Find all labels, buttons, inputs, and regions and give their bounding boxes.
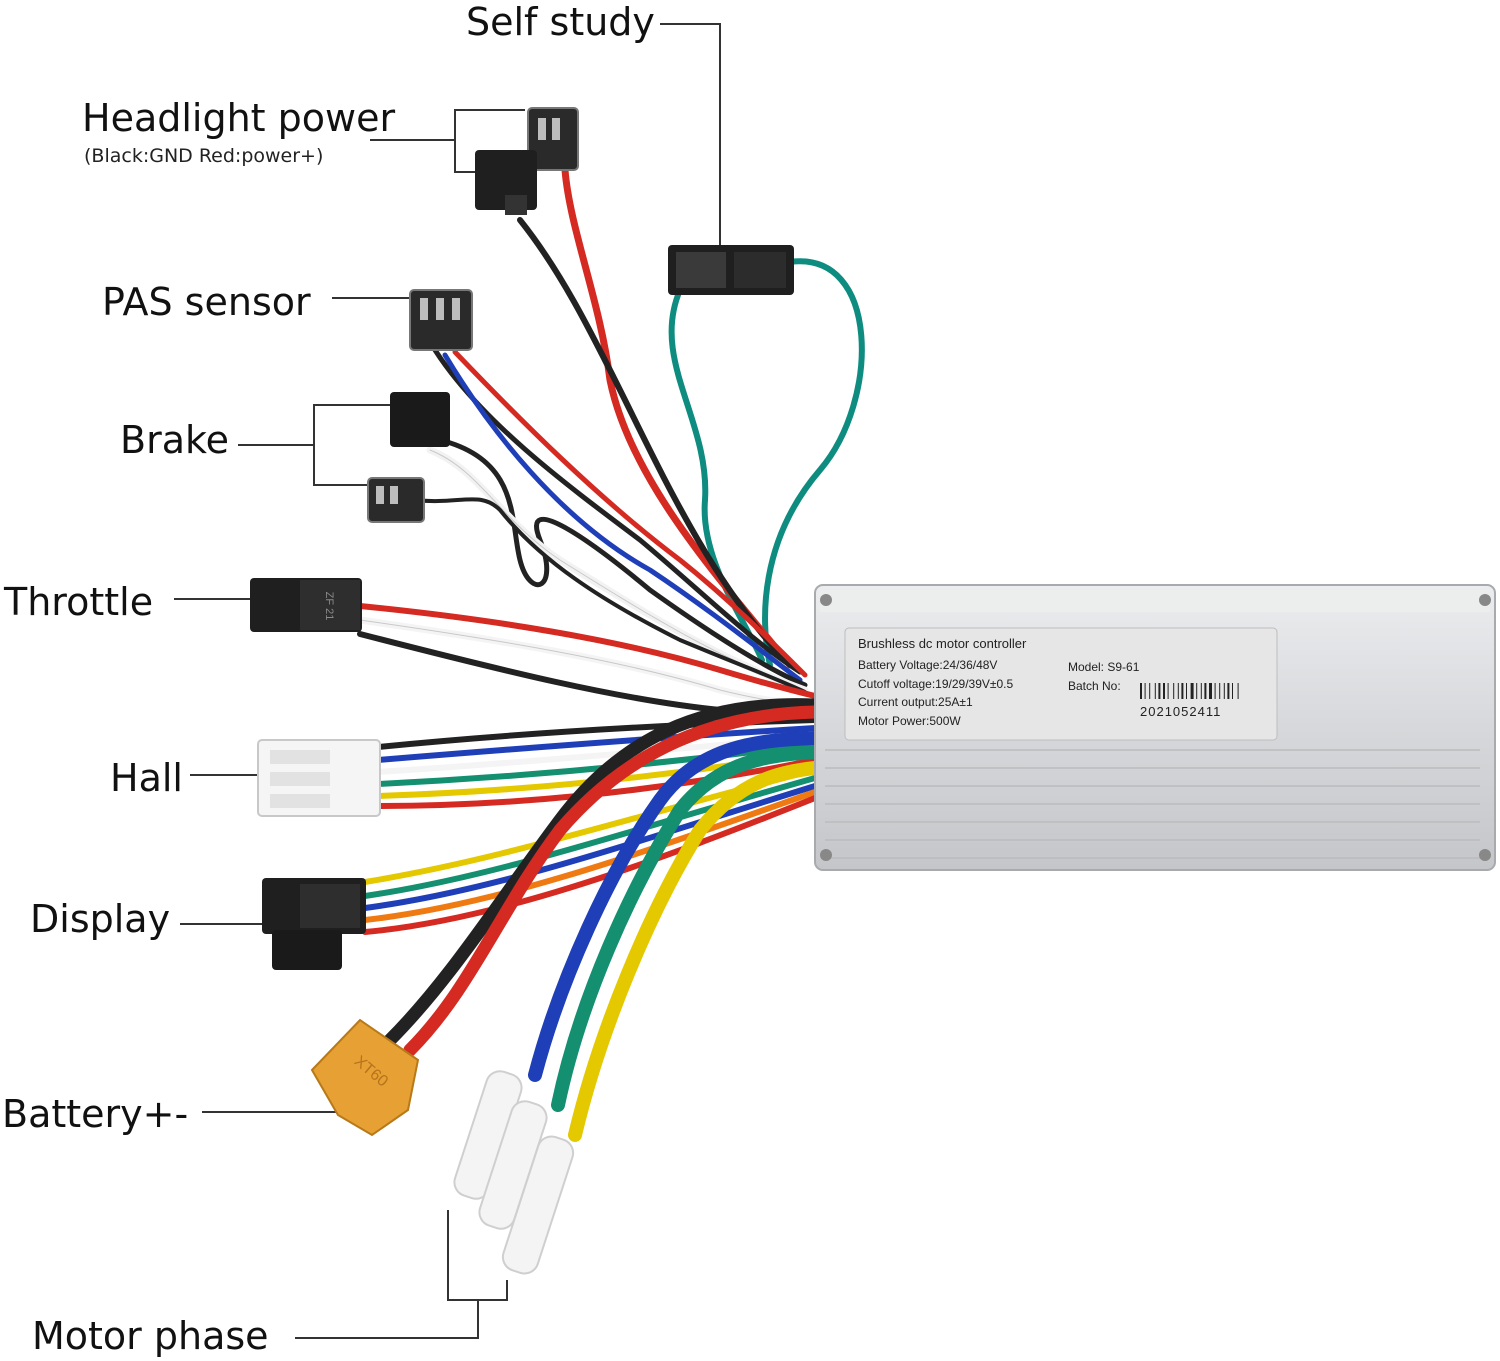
plate-current-output: Current output:25A±1: [858, 695, 973, 709]
wire-phase-green: [551, 745, 822, 1112]
barcode-bar: [1154, 683, 1156, 699]
plate-title: Brushless dc motor controller: [858, 636, 1027, 651]
self-study-connector: [668, 245, 794, 295]
barcode-bar: [1223, 683, 1225, 699]
barcode-bar: [1158, 683, 1161, 699]
label-motor-phase: Motor phase: [32, 1314, 269, 1358]
wire-phase-yellow: [568, 761, 822, 1142]
plate-batch-label: Batch No:: [1068, 679, 1121, 693]
label-hall: Hall: [110, 756, 183, 800]
barcode-bar: [1237, 683, 1239, 699]
barcode-bar: [1232, 683, 1233, 699]
plate-model: Model: S9-61: [1068, 660, 1140, 674]
wire-throttle-red: [357, 603, 818, 699]
wire-phase-blue: [528, 731, 822, 1082]
wire-display-red: [362, 795, 818, 935]
plate-cutoff-voltage: Cutoff voltage:19/29/39V±0.5: [858, 677, 1013, 691]
headlight-connector-black: [475, 150, 537, 215]
barcode-bar: [1144, 683, 1146, 699]
wire-hall-blue: [375, 725, 818, 763]
label-pas-sensor: PAS sensor: [102, 280, 311, 324]
hall-connector: [257, 739, 381, 817]
label-display: Display: [30, 897, 171, 941]
label-battery: Battery+-: [2, 1092, 189, 1136]
barcode-bar: [1190, 683, 1194, 699]
bracket-headlight: [454, 109, 525, 173]
bracket-brake: [313, 404, 392, 486]
connectors: ZF 21 XT60: [250, 107, 794, 1275]
label-headlight-note: (Black:GND Red:power+): [84, 145, 324, 167]
bracket-motor: [447, 1210, 508, 1301]
barcode-bar: [1209, 683, 1212, 699]
barcode-bar: [1204, 683, 1207, 699]
barcode-bar: [1186, 683, 1187, 699]
wire-headlight-black: [517, 217, 788, 663]
wire-self-study-left: [668, 287, 765, 663]
barcode-bar: [1214, 683, 1216, 699]
throttle-connector: ZF 21: [250, 578, 362, 632]
barcode: [1140, 683, 1239, 699]
controller-label-plate: Brushless dc motor controller Battery Vo…: [844, 627, 1278, 741]
barcode-bar: [1167, 683, 1169, 699]
barcode-bar: [1177, 683, 1179, 699]
headlight-connector-red: [527, 107, 579, 171]
throttle-connector-mark: ZF 21: [323, 592, 335, 621]
label-brake: Brake: [120, 418, 230, 462]
barcode-bar: [1227, 683, 1230, 699]
plate-batch-number: 2021052411: [1140, 704, 1221, 719]
pas-connector: [409, 289, 473, 351]
barcode-bar: [1140, 683, 1142, 699]
barcode-bar: [1181, 683, 1184, 699]
battery-xt60-connector: XT60: [310, 1018, 420, 1137]
label-self-study: Self study: [466, 0, 655, 44]
label-throttle: Throttle: [4, 580, 154, 624]
label-headlight-power: Headlight power: [82, 96, 396, 140]
plate-motor-power: Motor Power:500W: [858, 714, 961, 728]
leader-motor: [295, 1300, 479, 1339]
brake-connector-1: [390, 392, 450, 447]
barcode-bar: [1196, 683, 1198, 699]
wire-battery-red: [403, 705, 822, 1057]
brake-connector-2: [367, 477, 425, 523]
barcode-bar: [1200, 683, 1202, 699]
wire-brake2-black: [413, 497, 807, 694]
display-connector: [262, 878, 366, 970]
plate-battery-voltage: Battery Voltage:24/36/48V: [858, 658, 997, 672]
barcode-bar: [1173, 683, 1175, 699]
wire-self-study-right: [762, 258, 865, 668]
motor-phase-connectors: [453, 1070, 575, 1275]
wire-pas-blue: [442, 352, 803, 683]
wire-battery-black: [383, 698, 822, 1047]
wire-display-blue: [362, 783, 818, 911]
barcode-bar: [1163, 683, 1165, 699]
wire-pas-red: [452, 349, 808, 678]
wire-display-orange: [362, 789, 818, 923]
barcode-bar: [1219, 683, 1221, 699]
leader-self-study: [660, 23, 721, 260]
wires: [356, 166, 865, 1142]
barcode-bar: [1149, 683, 1151, 699]
leader-lines: [174, 23, 721, 1339]
wire-hall-green: [375, 741, 818, 787]
